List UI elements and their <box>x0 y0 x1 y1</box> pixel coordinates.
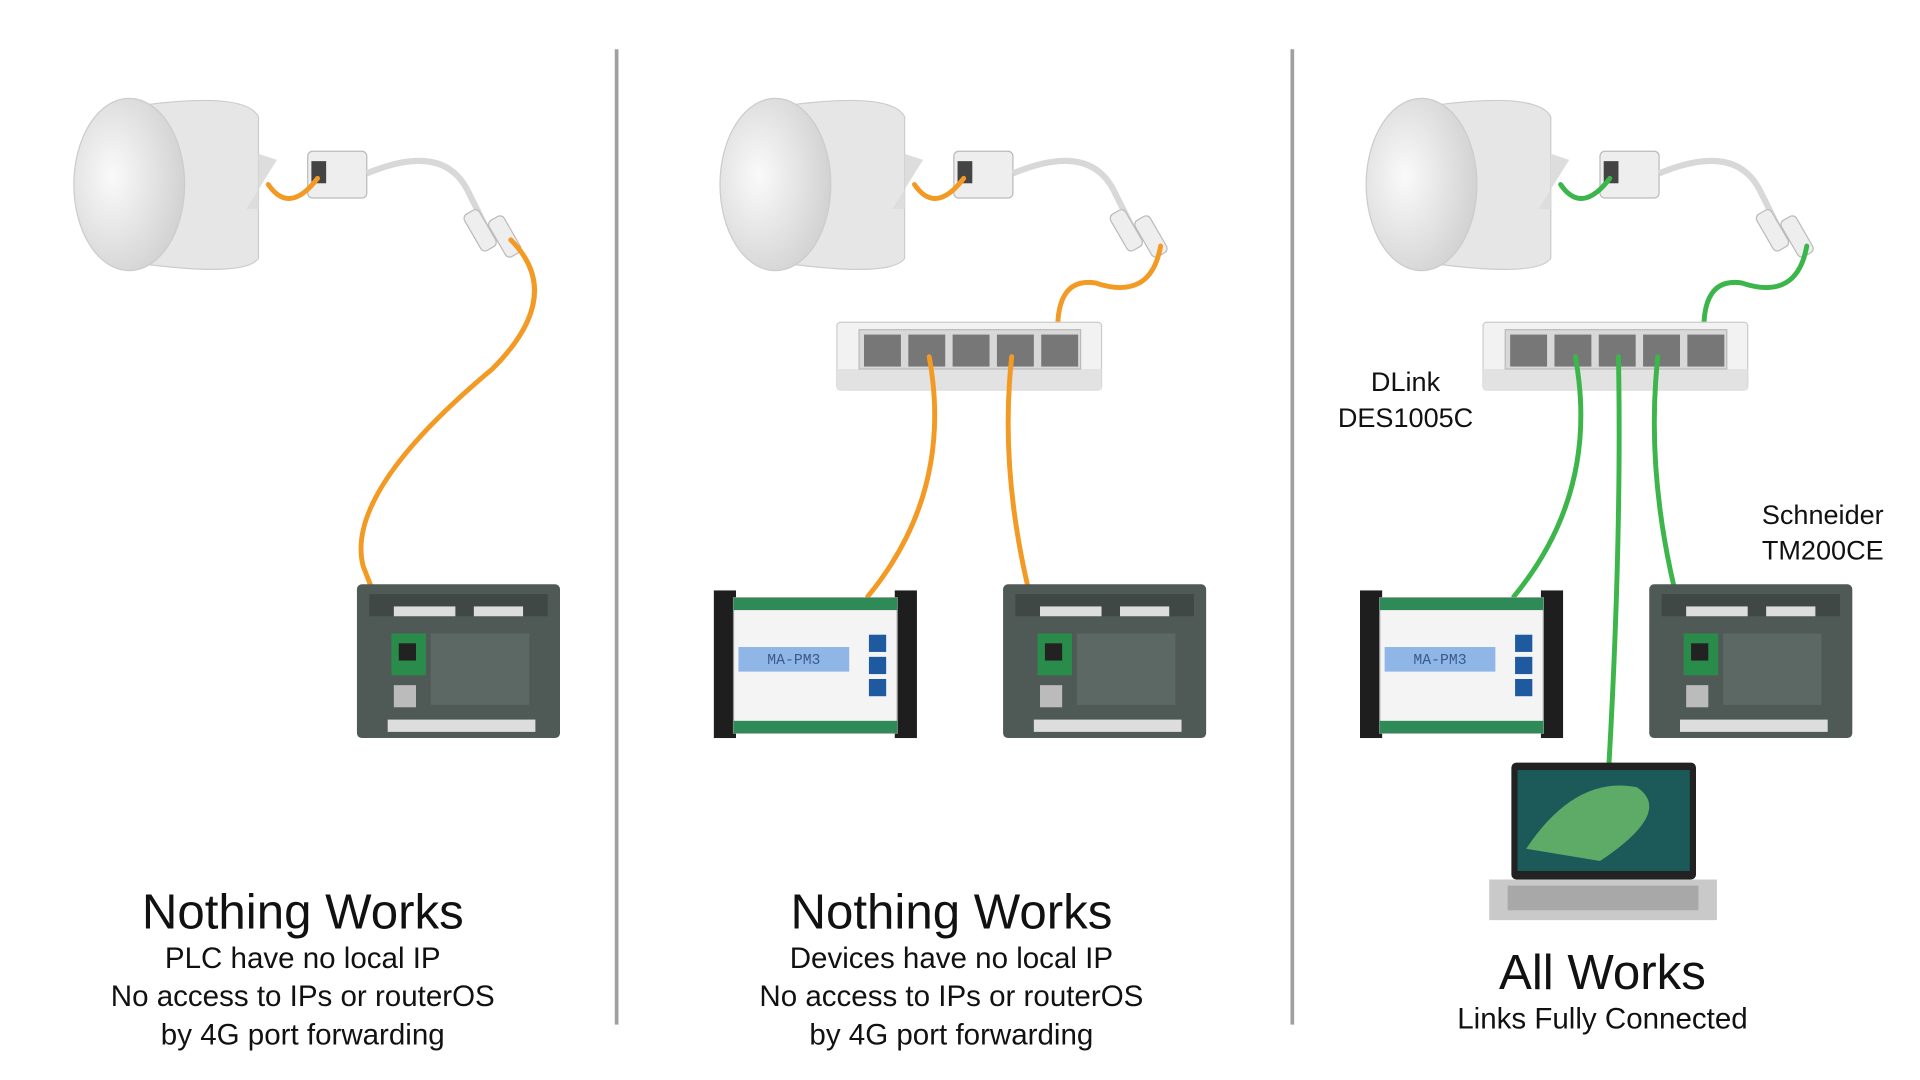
lte-antenna-icon <box>1366 98 1815 270</box>
cable-poe-switch <box>1055 243 1164 347</box>
lte-antenna-icon <box>74 98 523 270</box>
switch-label-line-1: DLink <box>1371 367 1441 397</box>
cable-switch-meter <box>1511 354 1584 600</box>
plc-label-line-2: TM200CE <box>1762 536 1884 566</box>
cable-poe-switch <box>1701 243 1810 347</box>
panel-2: MA-PM3 Nothing Works Devices have no loc… <box>713 98 1207 1051</box>
plc-device-icon <box>1003 584 1207 739</box>
panel-3-line-1: Links Fully Connected <box>1457 1002 1747 1035</box>
panel-1: Nothing Works PLC have no local IP No ac… <box>74 98 560 1051</box>
panel-2-line-3: by 4G port forwarding <box>809 1018 1093 1051</box>
plc-label-line-1: Schneider <box>1762 500 1884 530</box>
panel-1-title: Nothing Works <box>142 885 464 940</box>
lte-antenna-icon <box>720 98 1169 270</box>
switch-label-line-2: DES1005C <box>1338 403 1473 433</box>
panel-3: MA-PM3 DLink DES1005C Schneider TM200CE … <box>1338 98 1884 1035</box>
panel-2-line-2: No access to IPs or routerOS <box>759 980 1143 1013</box>
cable-poe-plc <box>358 237 537 649</box>
cable-antenna-poe <box>1558 175 1613 201</box>
cable-antenna-poe <box>265 175 320 201</box>
cable-switch-laptop <box>1603 354 1622 815</box>
meter-display-text: MA-PM3 <box>767 653 820 669</box>
plc-device-icon <box>1649 584 1853 739</box>
cable-switch-meter <box>865 354 938 600</box>
panel-3-title: All Works <box>1499 945 1706 1000</box>
switch-device-icon <box>836 321 1103 391</box>
switch-device-icon <box>1482 321 1749 391</box>
panel-1-line-2: No access to IPs or routerOS <box>111 980 495 1013</box>
panel-1-line-3: by 4G port forwarding <box>161 1018 445 1051</box>
meter-display-text: MA-PM3 <box>1413 653 1466 669</box>
plc-device-icon <box>356 584 560 739</box>
panel-2-title: Nothing Works <box>790 885 1112 940</box>
panel-2-line-1: Devices have no local IP <box>790 942 1113 975</box>
cable-antenna-poe <box>912 175 967 201</box>
laptop-icon <box>1489 762 1717 921</box>
panel-1-line-1: PLC have no local IP <box>165 942 441 975</box>
